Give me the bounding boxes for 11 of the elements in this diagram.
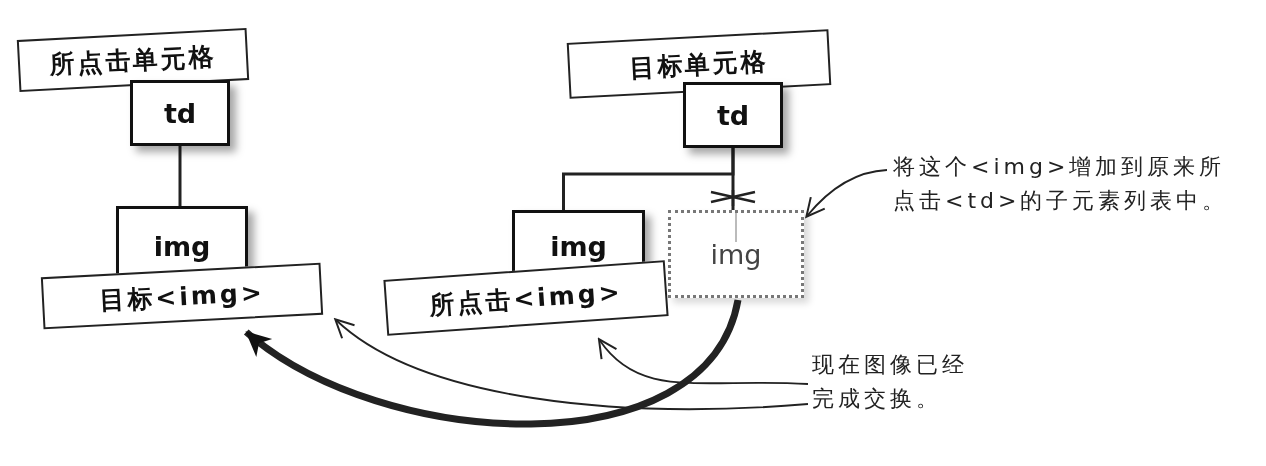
crossed-connector (709, 148, 757, 210)
arrow (244, 298, 742, 428)
arrow (597, 338, 809, 385)
element-box-dotted: img (668, 210, 804, 298)
arrow (805, 169, 888, 218)
element-box: td (683, 82, 783, 148)
annotation-text: 将这个<img>增加到原来所点击<td>的子元素列表中。 (893, 150, 1251, 260)
arrow (334, 318, 809, 410)
element-box: td (130, 80, 230, 146)
annotation-text: 现在图像已经完成交换。 (812, 348, 972, 424)
connector-line (178, 146, 182, 206)
